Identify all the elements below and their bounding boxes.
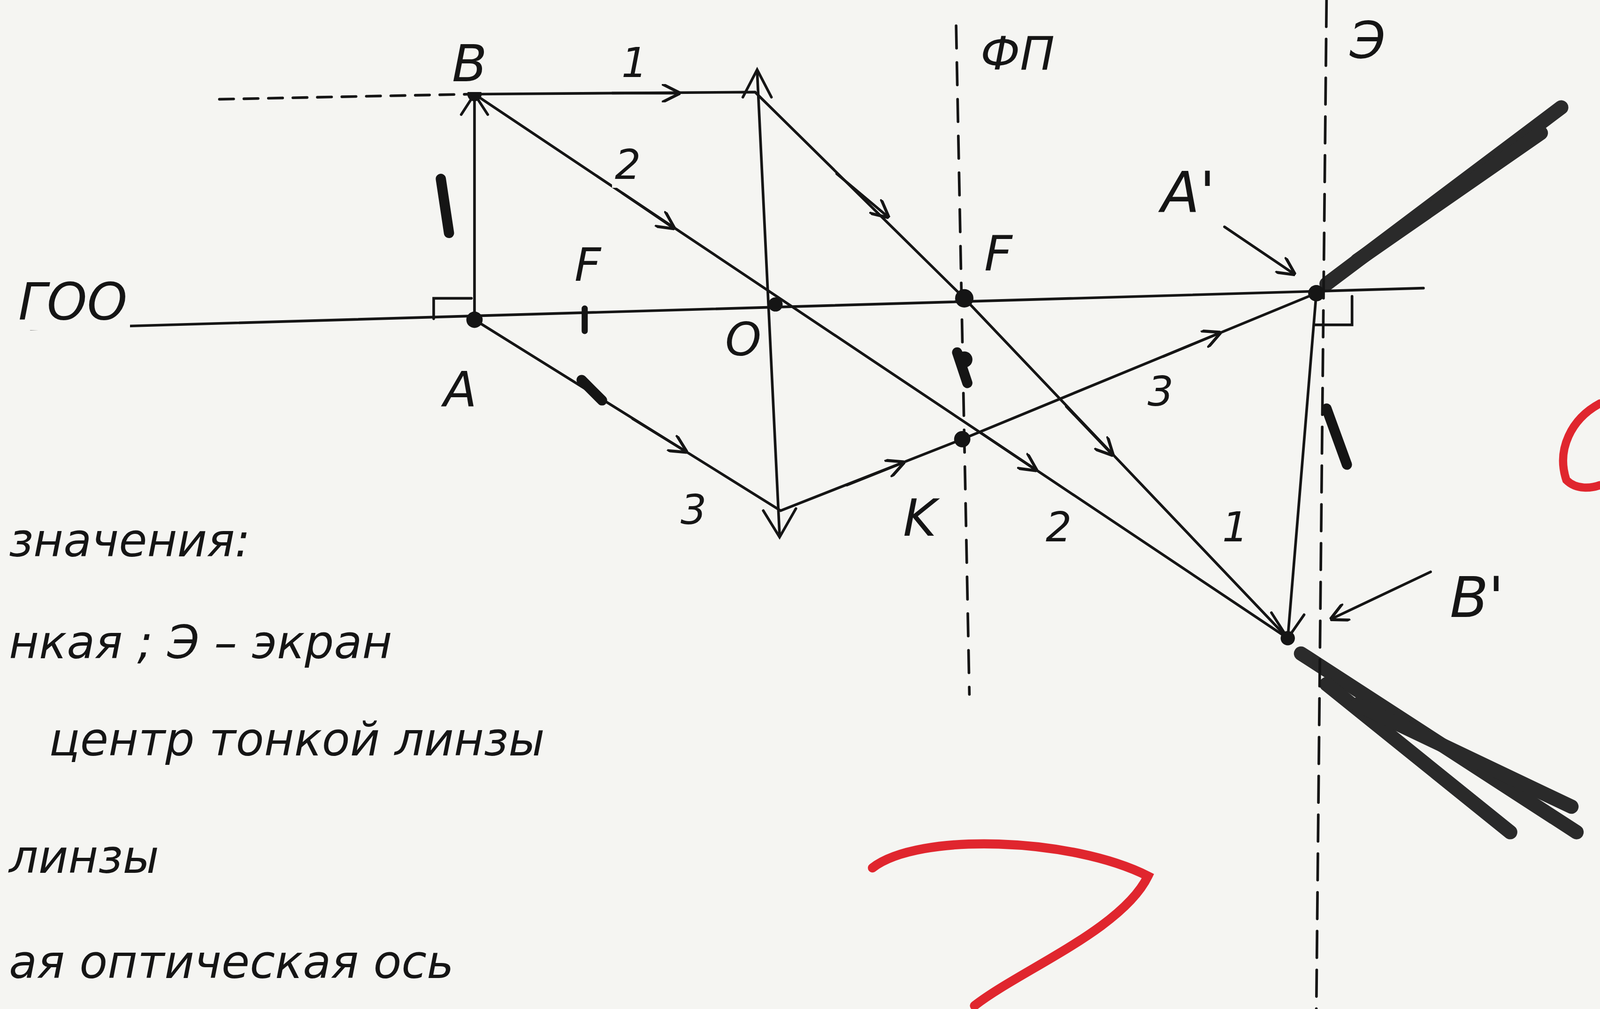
- lens-arrow: [763, 508, 797, 537]
- ray-number: 3: [1144, 369, 1177, 415]
- image-arrow: [1287, 292, 1317, 638]
- legend-note: центр тонкой линзы: [45, 714, 548, 766]
- ray-arrow: [847, 462, 904, 485]
- point-label: A: [440, 362, 480, 416]
- ray-2: [474, 94, 1288, 639]
- legend-note: нкая ; Э – экран: [6, 617, 396, 668]
- dashed-line: [219, 94, 472, 100]
- screen-label: Э: [1347, 12, 1389, 69]
- ray-arrow: [979, 431, 1036, 470]
- focus-label: F: [981, 226, 1016, 281]
- legend-note: линзы: [6, 831, 162, 883]
- right-angle: [433, 298, 472, 319]
- legend-note: ая оптическая ось: [6, 936, 457, 988]
- plane-label: ФП: [977, 28, 1058, 80]
- focus-label: F: [571, 239, 604, 291]
- ray-number: 2: [1042, 505, 1075, 551]
- object-arrow: [473, 97, 476, 320]
- ray-number: 1: [1219, 505, 1251, 551]
- point-label: B: [449, 35, 490, 92]
- ray-arrow: [612, 91, 679, 95]
- ray-1: [474, 91, 1288, 638]
- leader-line: [1224, 226, 1294, 274]
- hatching: [1301, 107, 1577, 833]
- ray-number: 3: [677, 487, 710, 533]
- ray-arrow: [632, 418, 686, 452]
- image-point-label: A': [1158, 161, 1218, 224]
- red-mark: [1563, 403, 1600, 488]
- ray-arrow: [1066, 406, 1113, 455]
- ray-arrow: [622, 192, 674, 228]
- ray-arrow: [1163, 332, 1220, 357]
- leader-line: [1331, 571, 1431, 619]
- point-label: K: [900, 489, 940, 547]
- center-label: O: [722, 314, 765, 366]
- legend-note: значения:: [6, 515, 253, 567]
- right-angle: [1314, 296, 1352, 325]
- image-point-label: B': [1446, 566, 1507, 629]
- axis-label: ГОО: [15, 273, 131, 330]
- screen: [1316, 0, 1327, 1009]
- ray-number: 1: [618, 40, 651, 86]
- focus-mark: [581, 308, 588, 331]
- ray-3: [474, 292, 1317, 511]
- ray-arrow: [836, 173, 889, 217]
- red-mark: [872, 843, 1149, 1006]
- ray-number: 2: [612, 142, 644, 188]
